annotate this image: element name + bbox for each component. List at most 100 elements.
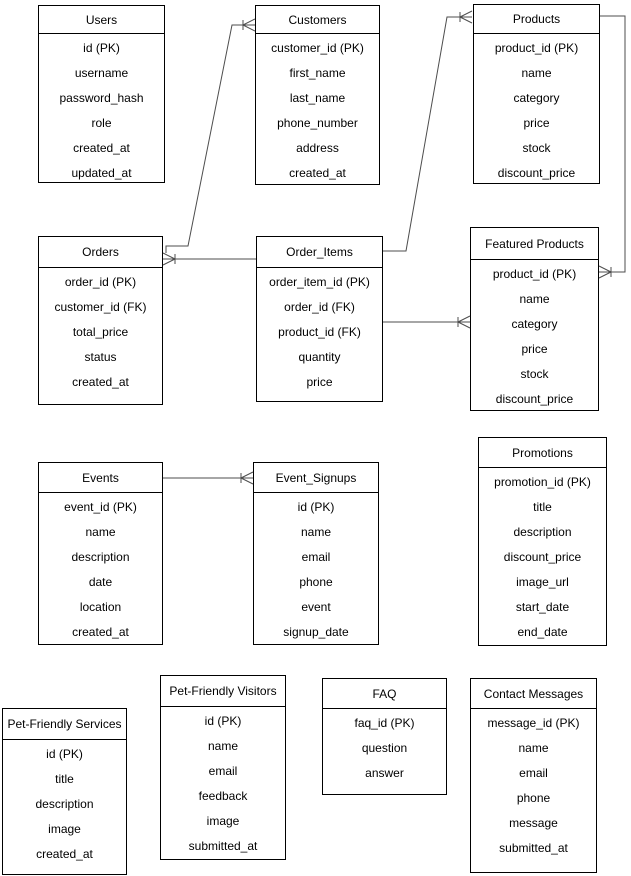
relationship-line-order_items-products: [383, 16, 460, 252]
events-title: Events: [39, 463, 162, 493]
promotions-field-0: promotion_id (PK): [494, 474, 591, 489]
users-field-3: role: [91, 115, 112, 130]
customers-title: Customers: [256, 6, 379, 34]
crow-foot-icon: [242, 18, 256, 32]
events-field-1: name: [85, 524, 116, 539]
events-field-2: description: [71, 549, 130, 564]
users-field-0: id (PK): [83, 40, 120, 55]
customers-field-5: created_at: [289, 165, 346, 180]
event_signups-field-5: signup_date: [283, 624, 349, 639]
products-field-3: price: [523, 115, 550, 130]
relationship-line-customers-orders: [165, 24, 243, 253]
orders-title: Orders: [39, 237, 162, 268]
orders-fields: order_id (PK) customer_id (FK) total_price…: [39, 268, 162, 394]
relationship-order_items-products: [383, 10, 473, 252]
users-field-1: username: [74, 65, 129, 80]
events-field-3: date: [88, 574, 113, 589]
promotions-field-6: end_date: [517, 624, 568, 639]
event_signups-field-1: name: [300, 524, 332, 539]
orders-field-0: order_id (PK): [64, 274, 137, 289]
promotions-field-5: start_date: [515, 599, 570, 614]
order_items-field-3: quantity: [298, 349, 341, 364]
relationship-products-featured_products: [598, 15, 626, 279]
faq-field-1: question: [361, 740, 408, 755]
products-field-4: stock: [522, 140, 551, 155]
faq-title: FAQ: [323, 679, 446, 709]
table-customers[interactable]: Customers customer_id (PK) first_name last_…: [255, 5, 380, 185]
pet_friendly_visitors-field-5: submitted_at: [188, 838, 258, 853]
contact_messages-field-5: submitted_at: [499, 840, 568, 855]
event_signups-field-0: id (PK): [297, 499, 335, 514]
table-order_items[interactable]: Order_Items order_item_id (PK) order_id (F…: [256, 236, 383, 402]
event_signups-title: Event_Signups: [254, 463, 378, 493]
promotions-field-1: title: [533, 499, 552, 514]
customers-field-3: phone_number: [277, 115, 358, 130]
pet_friendly_services-title: Pet-Friendly Services: [3, 709, 126, 740]
crow-foot-icon: [240, 471, 254, 485]
events-field-5: created_at: [72, 624, 129, 639]
orders-field-1: customer_id (FK): [54, 299, 147, 314]
customers-field-1: first_name: [289, 65, 346, 80]
contact_messages-field-4: message: [509, 815, 558, 830]
users-field-2: password_hash: [59, 90, 144, 105]
promotions-field-4: image_url: [516, 574, 569, 589]
relationship-orders-order_items: [162, 252, 256, 266]
contact_messages-field-0: message_id (PK): [487, 715, 580, 730]
faq-field-2: answer: [365, 765, 404, 780]
event_signups-field-3: phone: [299, 574, 333, 589]
customers-field-4: address: [296, 140, 339, 155]
pet_friendly_visitors-field-4: image: [206, 813, 240, 828]
pet_friendly_visitors-field-3: feedback: [198, 788, 248, 803]
featured_products-field-3: price: [521, 341, 548, 356]
order_items-field-0: order_item_id (PK): [269, 274, 370, 289]
pet_friendly_visitors-field-0: id (PK): [204, 713, 242, 728]
products-field-2: category: [513, 90, 560, 105]
relationship-line-products-featured_products: [600, 15, 626, 273]
orders-field-3: status: [84, 349, 117, 364]
relationship-order_items-featured_products: [383, 315, 471, 329]
orders-field-2: total_price: [72, 324, 129, 339]
featured_products-field-0: product_id (PK): [492, 266, 577, 281]
order_items-title: Order_Items: [257, 237, 382, 268]
relationship-events-event_signups: [163, 471, 254, 485]
order_items-field-1: order_id (FK): [284, 299, 355, 314]
event_signups-field-2: email: [301, 549, 331, 564]
products-field-1: name: [521, 65, 552, 80]
users-field-4: created_at: [73, 140, 130, 155]
pet_friendly_visitors-field-1: name: [207, 738, 239, 753]
contact_messages-field-1: name: [518, 740, 549, 755]
users-field-5: updated_at: [71, 165, 132, 180]
orders-field-4: created_at: [72, 374, 129, 389]
promotions-field-3: discount_price: [503, 549, 582, 564]
table-orders[interactable]: Orders order_id (PK) customer_id (FK) total…: [38, 236, 163, 405]
crow-foot-icon: [162, 252, 176, 266]
pet_friendly_services-field-0: id (PK): [46, 746, 83, 761]
customers-field-0: customer_id (PK): [271, 40, 364, 55]
crow-foot-icon: [457, 315, 471, 329]
crow-foot-icon: [459, 10, 473, 24]
customers-field-2: last_name: [289, 90, 346, 105]
pet_friendly_services-field-2: description: [35, 796, 94, 811]
events-field-0: event_id (PK): [64, 499, 137, 514]
order_items-field-2: product_id (FK): [278, 324, 361, 339]
